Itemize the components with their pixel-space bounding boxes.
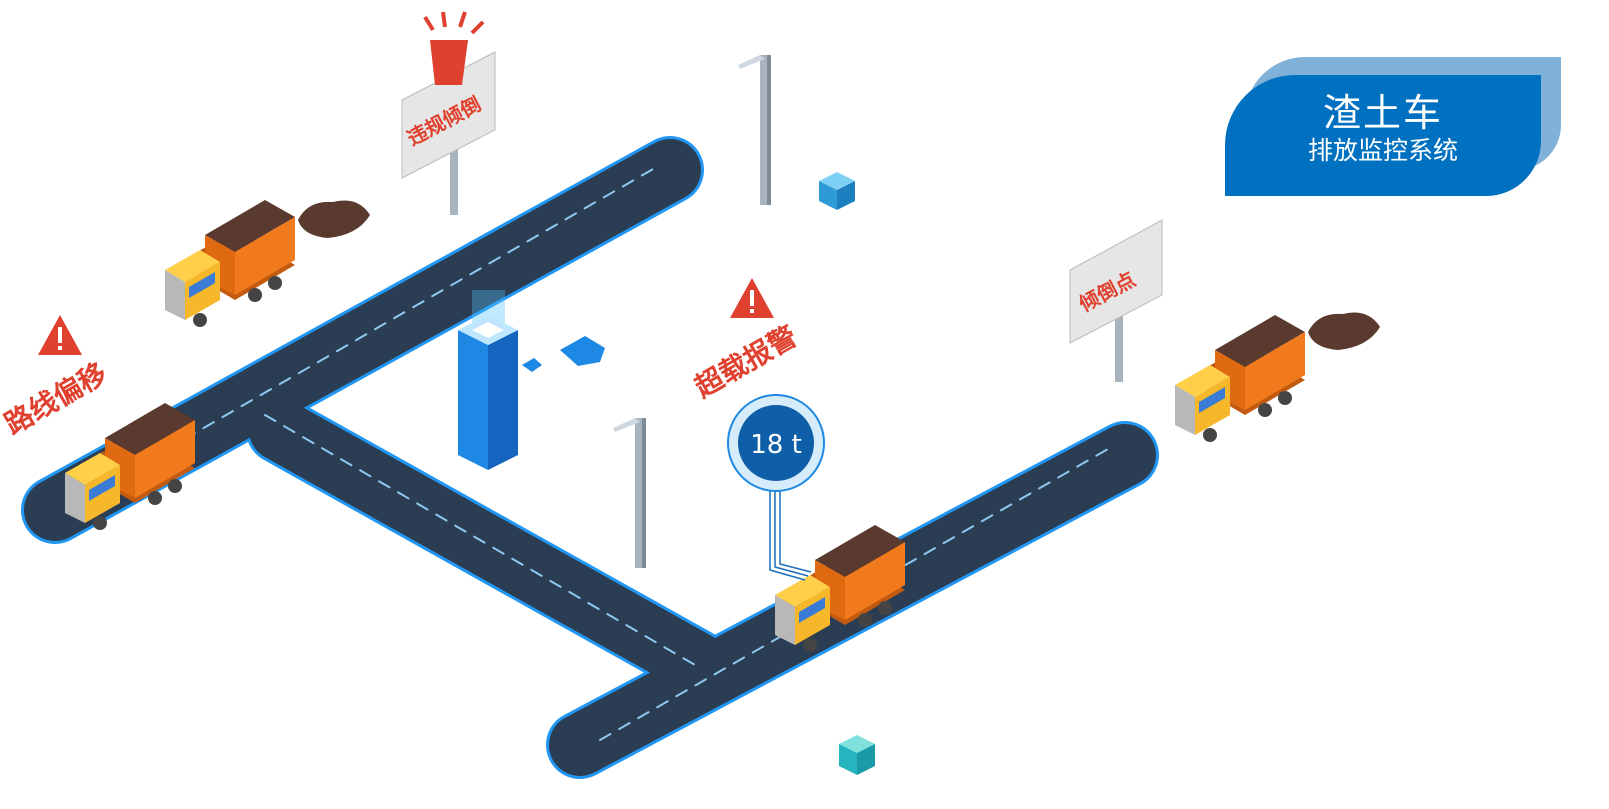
cube-icon (839, 735, 875, 775)
street-lamp (613, 418, 646, 568)
route-deviation-label: 路线偏移 (0, 356, 113, 441)
gauge-value: 18 t (750, 430, 802, 460)
warning-icon (730, 278, 774, 318)
alarm-light-icon (423, 11, 485, 85)
dump-truck-icon (165, 200, 295, 327)
title-sub: 排放监控系统 (1307, 136, 1458, 165)
dirt-pile-icon (298, 200, 370, 238)
street-lamp (738, 55, 771, 205)
dirt-pile-icon (1308, 312, 1380, 350)
overload-alarm-label: 超载报警 (689, 319, 803, 404)
title-panel: 渣土车 排放监控系统 (1225, 75, 1541, 196)
dump-point-sign: 倾倒点 (1069, 219, 1163, 382)
weight-gauge: 18 t (727, 394, 825, 581)
car-icon (522, 336, 605, 372)
title-main: 渣土车 (1322, 91, 1443, 135)
dump-truck-icon (1175, 315, 1305, 442)
illegal-dumping-sign: 违规倾倒 (401, 11, 496, 215)
dump-truck-icon (65, 403, 195, 530)
cube-icon (819, 172, 855, 210)
server-tower-icon (458, 290, 518, 470)
warning-icon (38, 315, 82, 355)
